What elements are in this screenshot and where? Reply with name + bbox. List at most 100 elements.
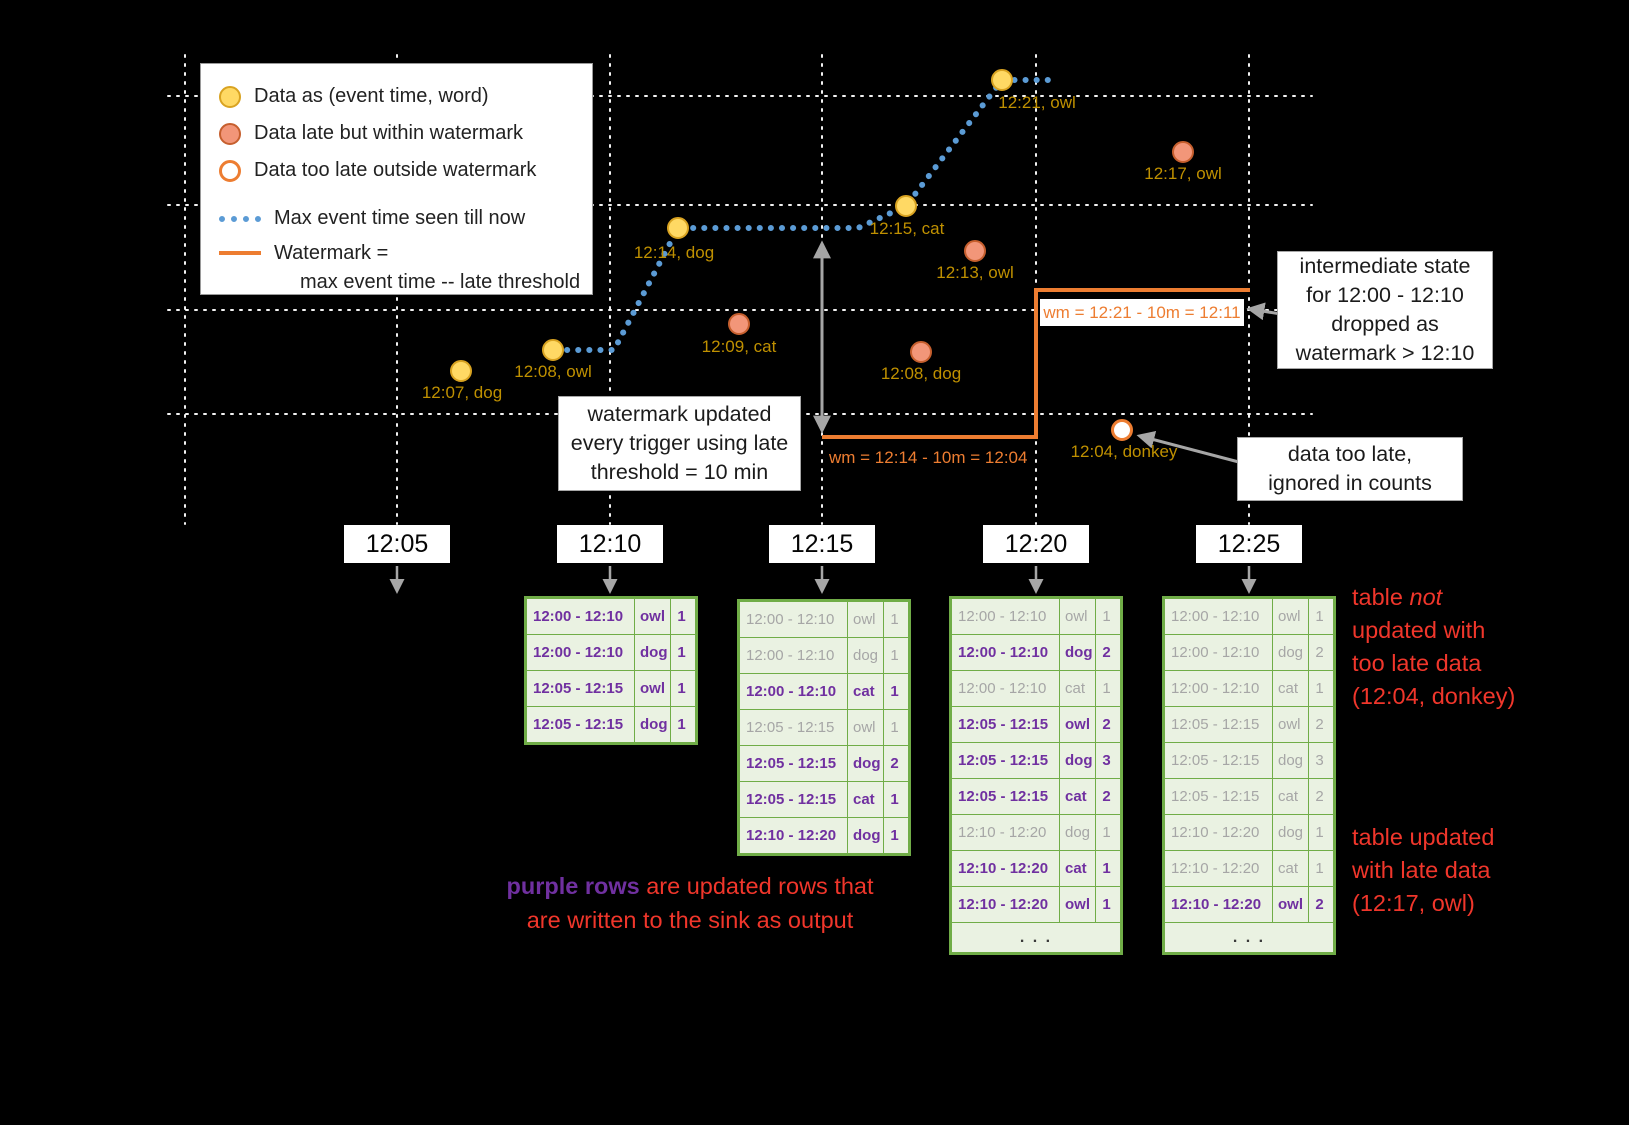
table-cell-word: owl (848, 602, 884, 637)
watermark-value-label-1: wm = 12:14 - 10m = 12:04 (829, 448, 1028, 467)
table-cell-word: dog (1060, 635, 1096, 670)
table-cell-window: 12:05 - 12:15 (1165, 707, 1273, 742)
table-cell-count: 2 (1102, 644, 1111, 661)
legend-label-group: Watermark = max event time -- late thres… (274, 239, 580, 297)
legend-label-line2: max event time -- late threshold (300, 271, 581, 293)
table-cell-word: dog (848, 818, 884, 853)
time-label-1220: 12:20 (983, 525, 1089, 563)
time-label-1205: 12:05 (344, 525, 450, 563)
table-cell-window: 12:05 - 12:15 (1165, 743, 1273, 778)
table-cell-window: 12:05 - 12:15 (1165, 779, 1273, 814)
note-line: (12:04, donkey) (1352, 683, 1516, 709)
legend-label: Data late but within watermark (254, 122, 524, 144)
data-point-label: 12:08, dog (880, 364, 962, 383)
time-label-1215: 12:15 (769, 525, 875, 563)
max-event-line-icon (219, 215, 261, 222)
table-cell-count: 2 (1315, 644, 1324, 661)
table-cell-count: 1 (890, 683, 899, 700)
table-not-updated-note: table not updated with too late data (12… (1352, 581, 1515, 713)
table-cell-count: 1 (677, 716, 686, 733)
table-cell-word: owl (635, 671, 671, 706)
data-point-on_time (542, 339, 564, 361)
note-line: updated with (1352, 617, 1486, 643)
note-line: with late data (1352, 857, 1491, 883)
data-point-label: 12:21, owl (998, 93, 1076, 112)
legend-label: Watermark = (274, 242, 389, 264)
table-cell-count: 1 (890, 611, 899, 628)
table-cell-window: 12:10 - 12:20 (1165, 815, 1273, 850)
on-time-point-icon (219, 85, 241, 108)
data-point-late (728, 313, 750, 335)
table-cell-window: 12:00 - 12:10 (740, 602, 848, 637)
callout-watermark-updated: watermark updated every trigger using la… (558, 396, 801, 491)
table-cell-count: 1 (1315, 608, 1324, 625)
table-cell-window: 12:10 - 12:20 (1165, 887, 1273, 922)
table-cell-window: 12:05 - 12:15 (952, 707, 1060, 742)
table-cell-count: 2 (890, 755, 899, 772)
table-cell-window: 12:05 - 12:15 (952, 743, 1060, 778)
table-cell-window: 12:10 - 12:20 (1165, 851, 1273, 886)
table-cell-window: 12:05 - 12:15 (527, 707, 635, 742)
legend-label: Data too late outside watermark (254, 159, 537, 181)
table-cell-window: 12:05 - 12:15 (740, 782, 848, 817)
table-cell-count: 1 (1315, 680, 1324, 697)
table-cell-count: 2 (1315, 716, 1324, 733)
table-cell-window: 12:00 - 12:10 (527, 599, 635, 634)
table-cell-count: 1 (890, 827, 899, 844)
legend-label: Data as (event time, word) (254, 85, 489, 107)
data-point-late (964, 240, 986, 262)
table-cell-window: 12:00 - 12:10 (952, 599, 1060, 634)
legend-label: Max event time seen till now (274, 207, 526, 229)
table-cell-word: dog (1060, 815, 1096, 850)
table-cell-count: 1 (677, 644, 686, 661)
callout-data-too-late: data too late, ignored in counts (1237, 437, 1463, 501)
table-cell-window: 12:00 - 12:10 (952, 671, 1060, 706)
callout-line: intermediate state (1299, 254, 1471, 278)
callout-line: ignored in counts (1268, 471, 1432, 495)
data-point-label: 12:08, owl (514, 362, 592, 381)
purple-rows-highlight: purple rows (506, 873, 640, 899)
table-cell-count: 2 (1315, 896, 1324, 913)
table-cell-window: 12:10 - 12:20 (740, 818, 848, 853)
purple-rows-note: purple rows are updated rows that are wr… (506, 869, 873, 937)
table-row-ellipsis: . . . (952, 922, 1120, 952)
data-point-label: 12:13, owl (936, 263, 1014, 282)
data-point-label: 12:09, cat (701, 337, 777, 356)
table-cell-count: 3 (1102, 752, 1111, 769)
data-point-on_time (991, 69, 1013, 91)
note-line: table updated (1352, 824, 1495, 850)
table-cell-count: 1 (677, 608, 686, 625)
table-cell-count: 1 (1102, 608, 1111, 625)
data-point-label: 12:17, owl (1144, 164, 1222, 183)
table-cell-word: owl (635, 599, 671, 634)
table-cell-window: 12:00 - 12:10 (527, 635, 635, 670)
table-cell-count: 1 (890, 791, 899, 808)
time-label-1225: 12:25 (1196, 525, 1302, 563)
too-late-point-icon (219, 159, 241, 182)
legend-item-max-event-line: Max event time seen till now (219, 200, 592, 237)
data-point-label: 12:15, cat (869, 219, 945, 238)
table-cell-word: owl (1273, 599, 1309, 634)
table-cell-window: 12:10 - 12:20 (952, 815, 1060, 850)
table-cell-window: 12:00 - 12:10 (1165, 635, 1273, 670)
note-line: (12:17, owl) (1352, 890, 1475, 916)
